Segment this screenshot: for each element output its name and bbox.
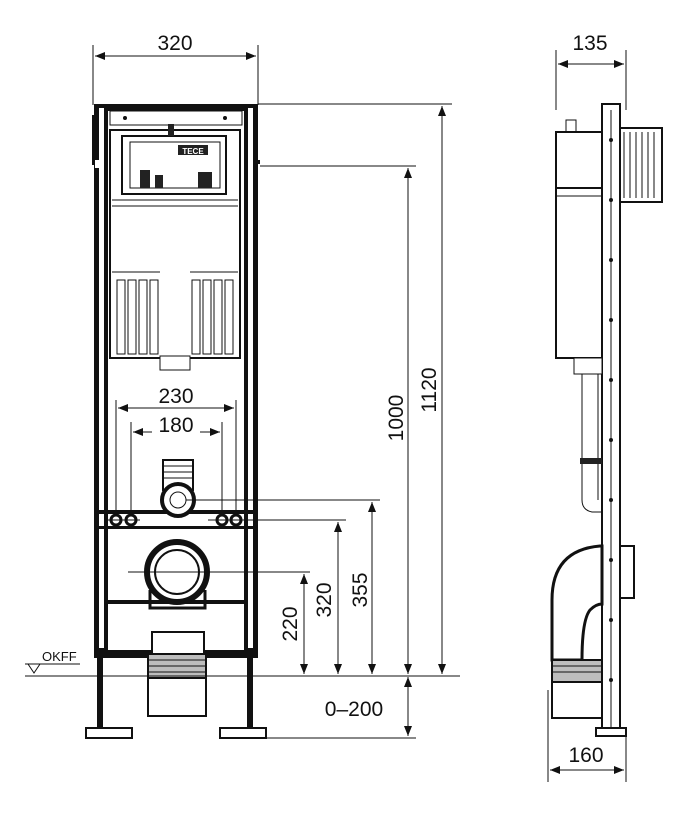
dim-label-1120: 1120	[418, 367, 441, 412]
dimension-width-320: 320	[92, 32, 259, 105]
tece-logo: TECE	[182, 147, 204, 156]
dimension-1000: 1000	[260, 165, 416, 674]
dimension-230: 230	[115, 382, 237, 515]
okff-label: OKFF	[42, 649, 77, 664]
dim-label-320-top: 320	[157, 32, 192, 55]
floor-level-okff: OKFF	[25, 649, 460, 677]
dim-label-320-height: 320	[313, 582, 336, 617]
flush-pipe	[160, 459, 196, 518]
dimension-depth-135: 135	[555, 32, 627, 110]
steel-frame	[92, 104, 260, 658]
dim-label-230: 230	[158, 385, 193, 408]
dimension-180: 180	[130, 412, 223, 515]
dim-label-180: 180	[158, 414, 193, 437]
waste-bend-side	[550, 544, 635, 737]
dim-label-0-200: 0–200	[325, 698, 383, 721]
side-rail	[601, 103, 621, 735]
dimension-220: 220	[207, 571, 310, 674]
dim-label-135: 135	[572, 32, 607, 55]
threaded-rod	[619, 127, 663, 203]
dimension-depth-160: 160	[547, 690, 627, 782]
dimension-355: 355	[186, 499, 380, 674]
dim-label-1000: 1000	[385, 395, 408, 442]
cistern-side	[555, 119, 603, 375]
cistern: TECE	[109, 124, 241, 371]
dim-label-355: 355	[349, 572, 372, 607]
waste-outlet	[128, 539, 226, 717]
front-view: 320 TECE	[25, 32, 460, 739]
flush-pipe-side	[580, 374, 602, 513]
dimension-0-200: 0–200	[266, 677, 416, 739]
frame-feet	[85, 656, 267, 739]
dimension-1120: 1120	[258, 103, 452, 674]
side-view: 135	[547, 32, 663, 782]
dimension-320-height: 320	[240, 519, 346, 674]
dim-label-160: 160	[568, 744, 603, 767]
dim-label-220: 220	[279, 606, 302, 641]
